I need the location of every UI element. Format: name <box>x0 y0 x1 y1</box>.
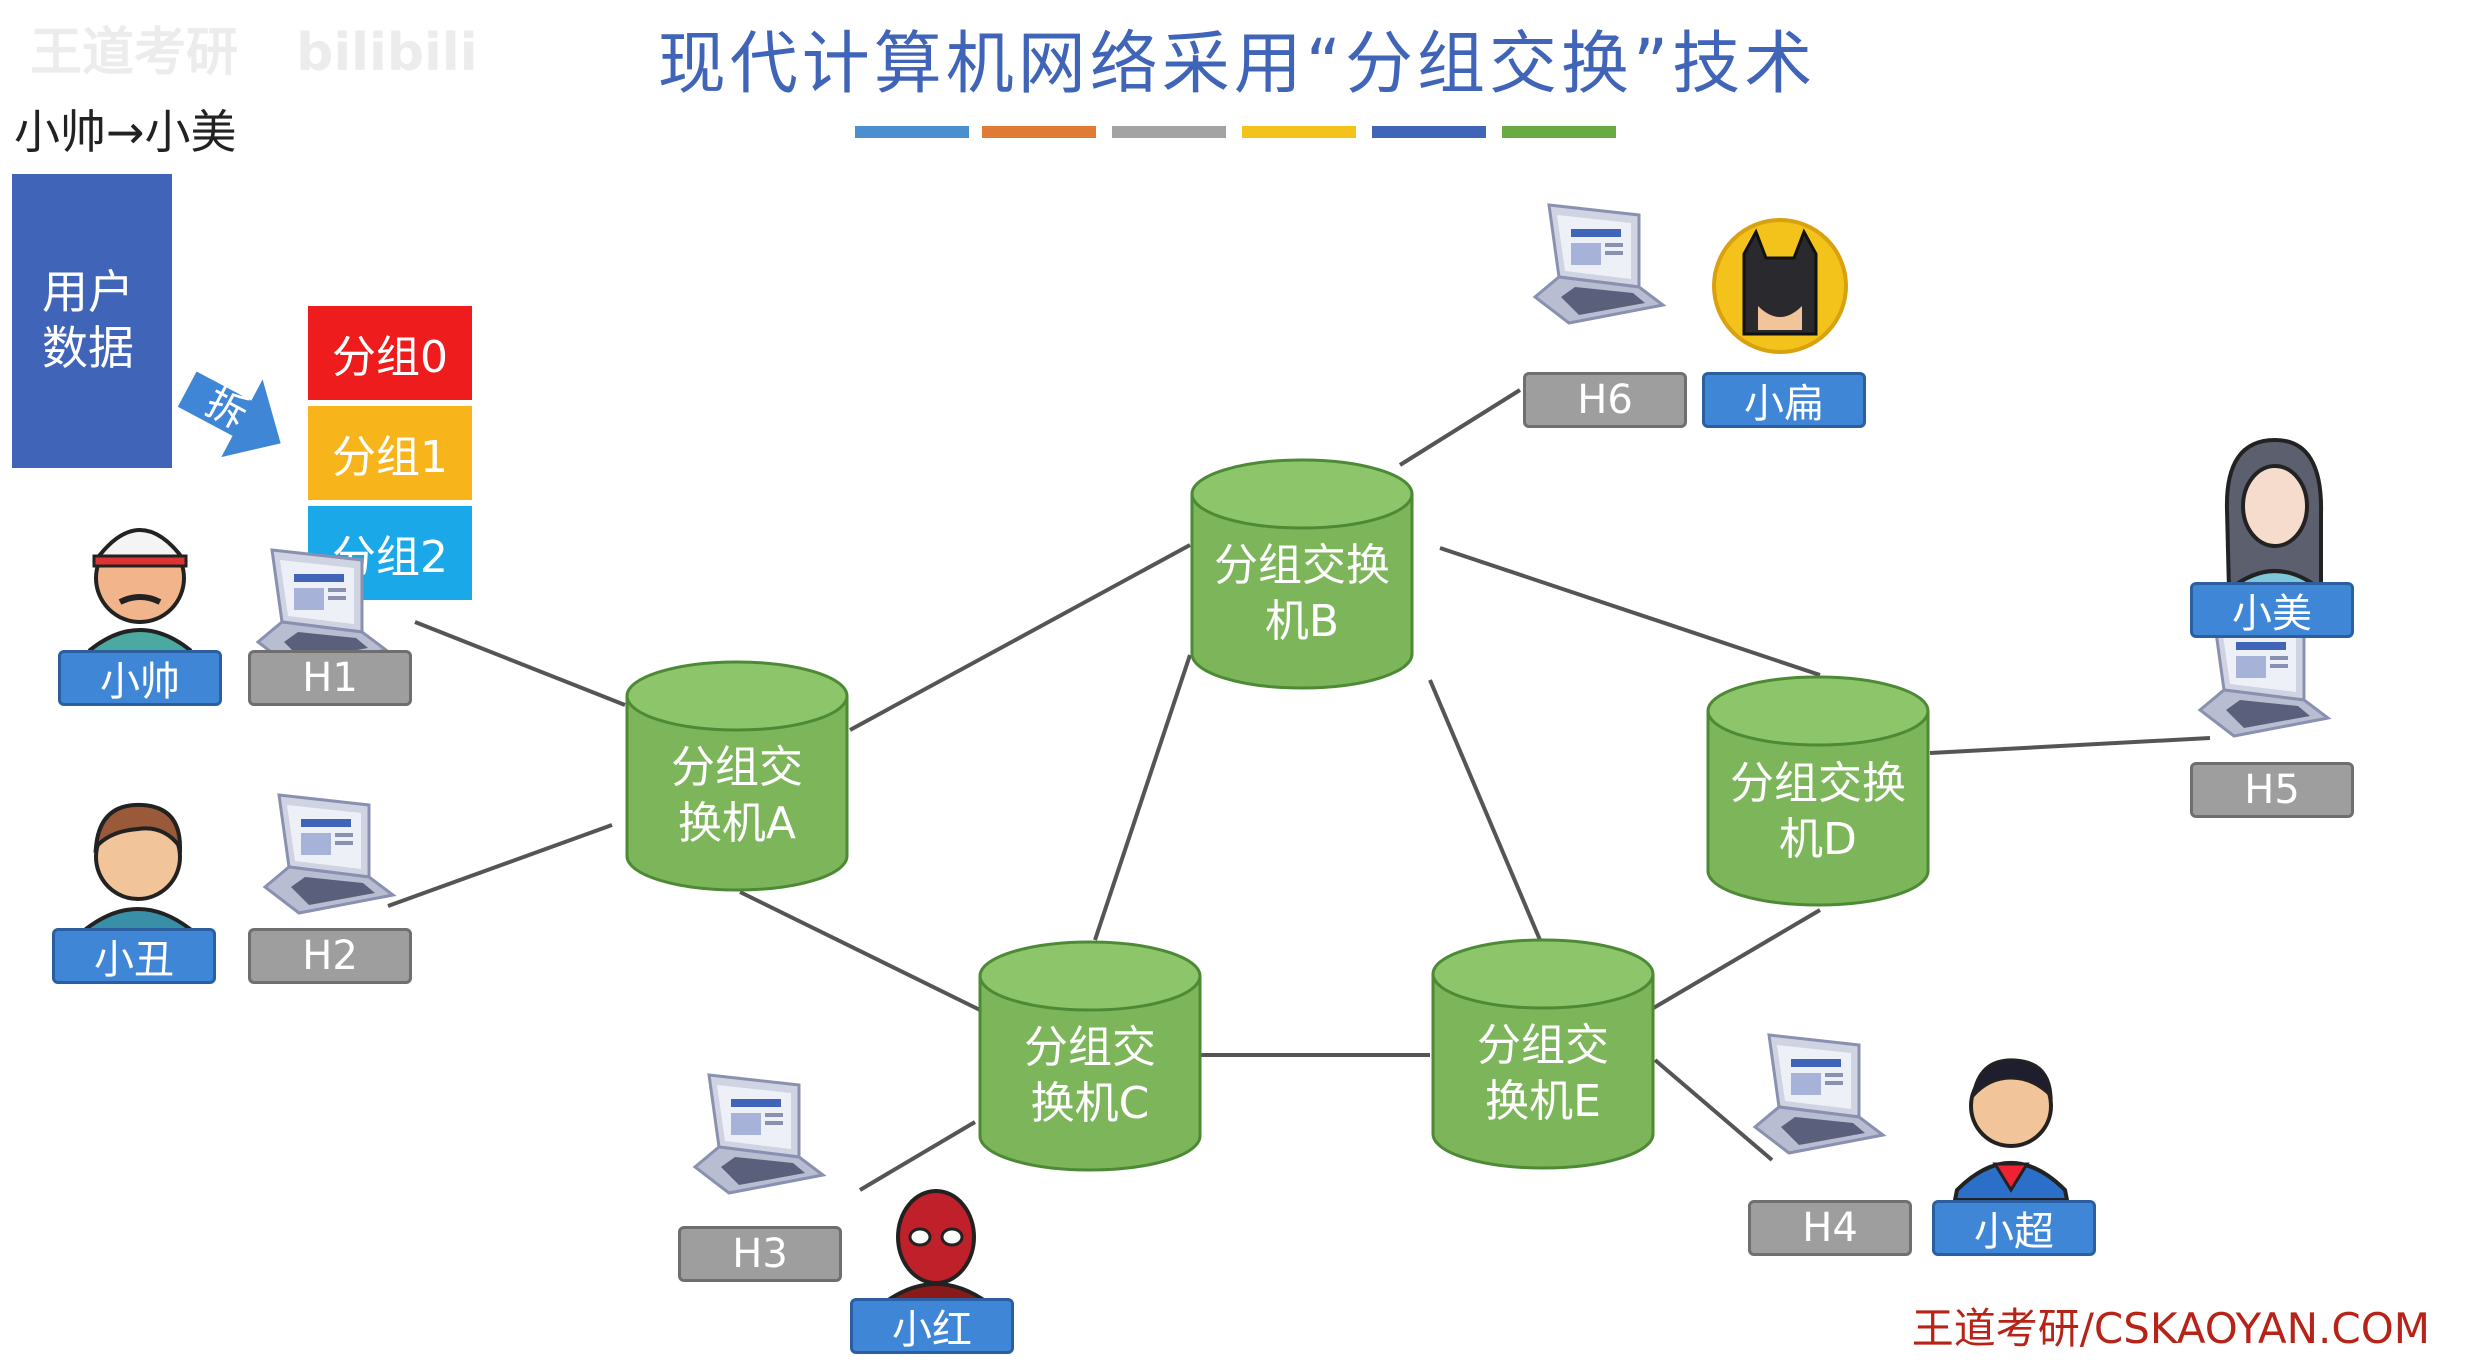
flow-text: 小帅→小美 <box>14 105 237 159</box>
person-label-xiaobian: 小扁 <box>1702 372 1866 428</box>
laptop-h3-icon <box>693 1073 825 1195</box>
switch-a-label: 分组交 换机A <box>671 742 803 849</box>
user-data-block: 用户 数据 <box>12 174 172 468</box>
packet-0-label: 分组0 <box>332 332 448 383</box>
switch-b-label: 分组交换 机B <box>1214 540 1390 647</box>
laptop-h2-icon <box>263 793 395 915</box>
person-xiaochou-icon <box>81 802 195 943</box>
underline-bar-2 <box>982 126 1096 138</box>
link-b-c <box>1093 654 1192 941</box>
underline-bar-4 <box>1242 126 1356 138</box>
underline-bar-5 <box>1372 126 1486 138</box>
link-d-e <box>1648 908 1822 1012</box>
link-h1-a <box>414 620 626 707</box>
link-h2-a <box>387 823 613 908</box>
host-label-h5: H5 <box>2190 762 2354 818</box>
underline-bar-3 <box>1112 126 1226 138</box>
person-label-xiaochou: 小丑 <box>52 928 216 984</box>
person-label-xiaomei: 小美 <box>2190 582 2354 638</box>
packet-1: 分组1 <box>308 406 472 500</box>
split-arrow-icon: 拆 <box>177 371 281 458</box>
packet-0: 分组0 <box>308 306 472 400</box>
packet-1-label: 分组1 <box>332 432 448 483</box>
watermark-left: 王道考研 <box>30 23 239 83</box>
link-d-h5 <box>1929 736 2211 755</box>
site-watermark: 王道考研/CSKAOYAN.COM <box>1911 1304 2430 1353</box>
watermark-right: bilibili <box>296 23 478 83</box>
host-label-h1: H1 <box>248 650 412 706</box>
person-label-xiaohong: 小红 <box>850 1298 1014 1354</box>
link-b-d <box>1439 546 1821 677</box>
page-title: 现代计算机网络采用“分组交换”技术 <box>657 25 1817 104</box>
switch-e-label: 分组交 换机E <box>1477 1020 1609 1127</box>
person-label-xiaoshuai: 小帅 <box>58 650 222 706</box>
host-label-h3: H3 <box>678 1226 842 1282</box>
person-label-xiaochao: 小超 <box>1932 1200 2096 1256</box>
person-xiaochao-icon <box>1952 1058 2070 1202</box>
link-e-h4 <box>1653 1058 1774 1162</box>
underline-bar-1 <box>855 126 969 138</box>
person-xiaoshuai-icon <box>85 528 195 662</box>
host-label-h4: H4 <box>1748 1200 1912 1256</box>
laptop-h4-icon <box>1753 1033 1885 1155</box>
user-data-label: 用户 数据 <box>42 265 134 375</box>
watermark: 王道考研 bilibili <box>30 10 478 85</box>
link-c-h3 <box>858 1120 977 1192</box>
link-a-b <box>849 543 1191 732</box>
link-b-e <box>1428 679 1542 941</box>
underline-bar-6 <box>1502 126 1616 138</box>
laptop-h6-icon <box>1533 203 1665 325</box>
person-xiaobian-icon <box>1712 218 1848 354</box>
switch-c-label: 分组交 换机C <box>1024 1022 1156 1129</box>
link-a-c <box>739 890 981 1012</box>
host-label-h2: H2 <box>248 928 412 984</box>
person-xiaomei-icon <box>2223 437 2327 592</box>
links <box>387 388 2211 1192</box>
switch-d-label: 分组交换 机D <box>1730 758 1906 865</box>
link-b-h6 <box>1398 388 1522 467</box>
host-label-h6: H6 <box>1523 372 1687 428</box>
